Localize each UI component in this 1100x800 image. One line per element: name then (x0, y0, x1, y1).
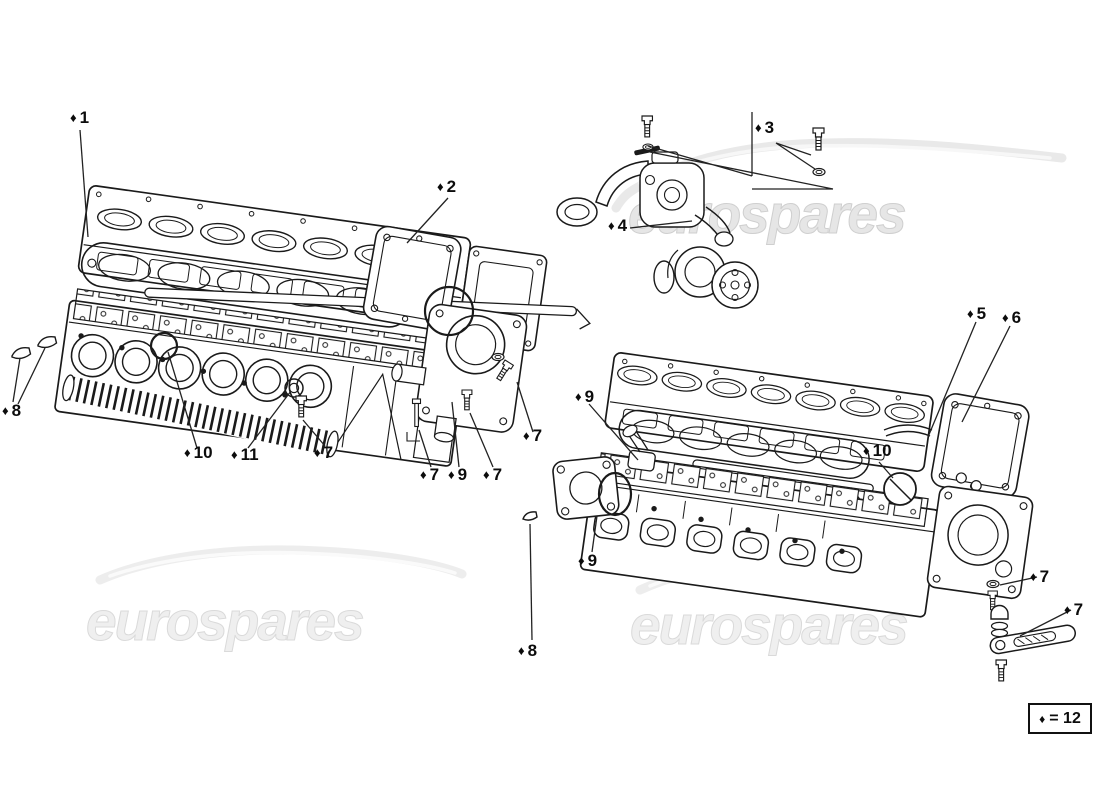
diamond-icon: ♦ (1002, 310, 1009, 325)
part-label-9c: ♦9 (578, 551, 598, 570)
diamond-icon: ♦ (231, 447, 238, 462)
diamond-icon: ♦ (1039, 711, 1046, 726)
part-label-7f: ♦7 (1064, 600, 1084, 619)
part-label-7a: ♦7 (314, 443, 334, 462)
diamond-icon: ♦ (755, 120, 762, 135)
diamond-icon: ♦ (448, 467, 455, 482)
legend-box: ♦ = 12 (1028, 703, 1092, 734)
diamond-icon: ♦ (608, 218, 615, 233)
washer-item3 (812, 167, 826, 177)
part-label-4: ♦4 (608, 216, 628, 235)
part-label-9b: ♦9 (575, 387, 595, 406)
diamond-icon: ♦ (578, 553, 585, 568)
part-label-1: ♦1 (70, 108, 90, 127)
part-label-9a: ♦9 (448, 465, 468, 484)
bolt (641, 115, 654, 138)
part-label-10-right: ♦10 (863, 441, 892, 460)
right-oring-item9 (597, 471, 633, 517)
thermostat-housing (556, 145, 734, 247)
tensioner-pad (989, 624, 1076, 655)
part-label-11: ♦11 (231, 445, 259, 464)
part-label-8a: ♦8 (2, 401, 22, 420)
part-label-8b: ♦8 (518, 641, 538, 660)
diamond-icon: ♦ (967, 306, 974, 321)
right-flange-plate (552, 456, 620, 520)
part-label-7d: ♦7 (523, 426, 543, 445)
legend-text: = 12 (1049, 709, 1081, 727)
watermark-bottom-left: eurospares (86, 545, 467, 653)
right-end-housing (926, 485, 1034, 600)
left-oring-large (423, 285, 475, 337)
cap-nut-assembly (990, 604, 1009, 638)
diamond-icon: ♦ (863, 443, 870, 458)
left-head-springs (62, 374, 339, 458)
part-label-7b: ♦7 (420, 465, 440, 484)
part-label-7c: ♦7 (483, 465, 503, 484)
part-label-2: ♦2 (437, 177, 457, 196)
part-label-5: ♦5 (967, 304, 987, 323)
diamond-icon: ♦ (184, 445, 191, 460)
diamond-icon: ♦ (2, 403, 9, 418)
diamond-icon: ♦ (1064, 602, 1071, 617)
washer (986, 579, 1000, 589)
diamond-icon: ♦ (314, 445, 321, 460)
valve-keepers-left (11, 335, 58, 360)
diamond-icon: ♦ (70, 110, 77, 125)
watermark-text: eurospares (630, 594, 907, 656)
diamond-icon: ♦ (1030, 569, 1037, 584)
part-label-3: ♦3 (755, 118, 775, 137)
diamond-icon: ♦ (518, 643, 525, 658)
left-seal-item11 (284, 378, 304, 398)
part-label-7e: ♦7 (1030, 567, 1050, 586)
part-label-6: ♦6 (1002, 308, 1022, 327)
diamond-icon: ♦ (483, 467, 490, 482)
left-cylinder-head (54, 288, 467, 467)
small-gasket-item5 (883, 424, 933, 437)
left-oring-item10 (149, 331, 179, 361)
stud (406, 398, 422, 442)
bolt (995, 659, 1008, 682)
valve-keeper-middle (522, 511, 538, 521)
right-cylinder-head (579, 452, 940, 618)
water-pump (653, 246, 759, 309)
diamond-icon: ♦ (420, 467, 427, 482)
diamond-icon: ♦ (575, 389, 582, 404)
left-water-outlet-housing (391, 303, 528, 443)
washer (491, 352, 505, 362)
part-label-10-left: ♦10 (184, 443, 213, 462)
right-end-gasket (928, 391, 1032, 501)
core-plug-item10 (883, 472, 917, 506)
diamond-icon: ♦ (523, 428, 530, 443)
leader-lines (12, 112, 1072, 641)
diamond-icon: ♦ (437, 179, 444, 194)
watermark-text: eurospares (86, 590, 363, 652)
